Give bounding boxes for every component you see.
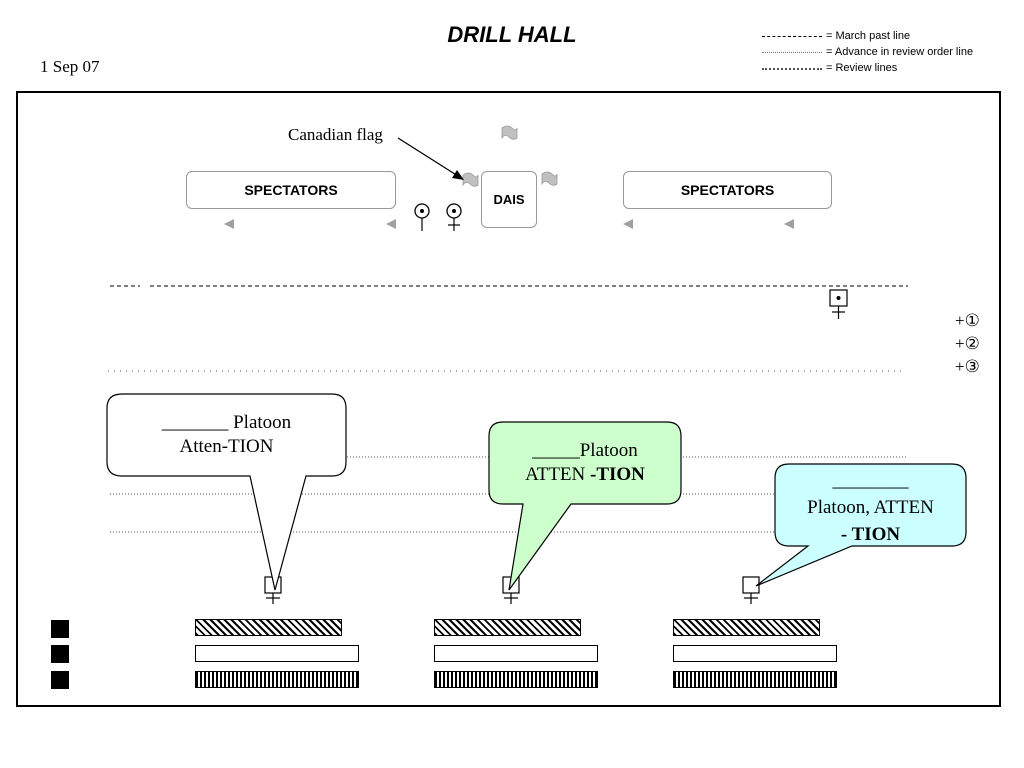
legend-review: = Review lines — [762, 62, 1022, 76]
flag-icon — [462, 172, 479, 187]
platoon-3-rank-1 — [673, 619, 820, 636]
rank-marker-square — [51, 645, 69, 663]
flag-icon — [501, 125, 518, 140]
platoon-3-rank-3 — [673, 671, 837, 688]
legend-march-past: = March past line — [762, 30, 1022, 44]
direction-arrow-icon — [224, 219, 234, 229]
callout-right-shape — [755, 463, 967, 587]
legend-review-label: = Review lines — [826, 62, 898, 74]
legend-march-past-label: = March past line — [826, 30, 911, 42]
flag-pointer-line — [397, 137, 459, 177]
position-2: +② — [955, 334, 980, 353]
spectators-left: SPECTATORS — [186, 171, 396, 209]
legend-advance: = Advance in review order line — [762, 46, 1022, 60]
legend-dense-dotted-line — [762, 68, 822, 70]
page-title: DRILL HALL — [447, 22, 577, 47]
legend-sparse-dotted-line — [762, 52, 822, 53]
date-label: 1 Sep 07 — [40, 57, 100, 76]
dais: DAIS — [481, 171, 537, 228]
callout-center-line2-plain: ATTEN — [525, 464, 590, 485]
callout-center-text: _____Platoon ATTEN -TION — [489, 439, 681, 487]
legend-dashed-line — [762, 36, 822, 37]
platoon-1-rank-2 — [195, 645, 359, 662]
direction-arrow-icon — [623, 219, 633, 229]
canadian-flag-label: Canadian flag — [288, 125, 383, 144]
platoon-2-rank-1 — [434, 619, 581, 636]
direction-arrow-icon — [386, 219, 396, 229]
position-1: +① — [955, 311, 980, 330]
callout-right-line1: ________ — [832, 470, 909, 491]
callout-center-shape — [488, 421, 682, 591]
callout-left-shape — [106, 393, 347, 591]
platoon-commander-marker-icon — [742, 576, 760, 604]
flag-icon — [541, 171, 558, 186]
parade-commander-marker-icon — [829, 289, 848, 319]
callout-left-text: _______ Platoon Atten-TION — [161, 412, 292, 457]
direction-arrow-icon — [784, 219, 794, 229]
flag-pointer-arrowhead-icon — [452, 170, 464, 180]
callout-center-line2-bold: -TION — [590, 464, 645, 485]
platoon-2-rank-2 — [434, 645, 598, 662]
legend-advance-label: = Advance in review order line — [826, 46, 974, 58]
platoon-1-rank-3 — [195, 671, 359, 688]
position-3: +③ — [955, 357, 980, 376]
platoon-3-rank-2 — [673, 645, 837, 662]
drill-hall-frame — [16, 91, 1001, 707]
platoon-1-rank-1 — [195, 619, 342, 636]
rank-marker-square — [51, 620, 69, 638]
callout-right-line3: - TION — [775, 521, 966, 548]
callout-center-line2: ATTEN -TION — [489, 463, 681, 487]
callout-right-text: ________ Platoon, ATTEN - TION — [775, 467, 966, 548]
spectators-right: SPECTATORS — [623, 171, 832, 209]
platoon-2-rank-3 — [434, 671, 598, 688]
callout-right-line3-bold: - TION — [840, 524, 901, 545]
callout-right-line2: Platoon, ATTEN — [807, 497, 934, 518]
officer-marker-icon — [446, 203, 462, 231]
rank-marker-square — [51, 671, 69, 689]
officer-marker-icon — [414, 203, 430, 231]
callout-center-line1: _____Platoon — [532, 440, 638, 461]
